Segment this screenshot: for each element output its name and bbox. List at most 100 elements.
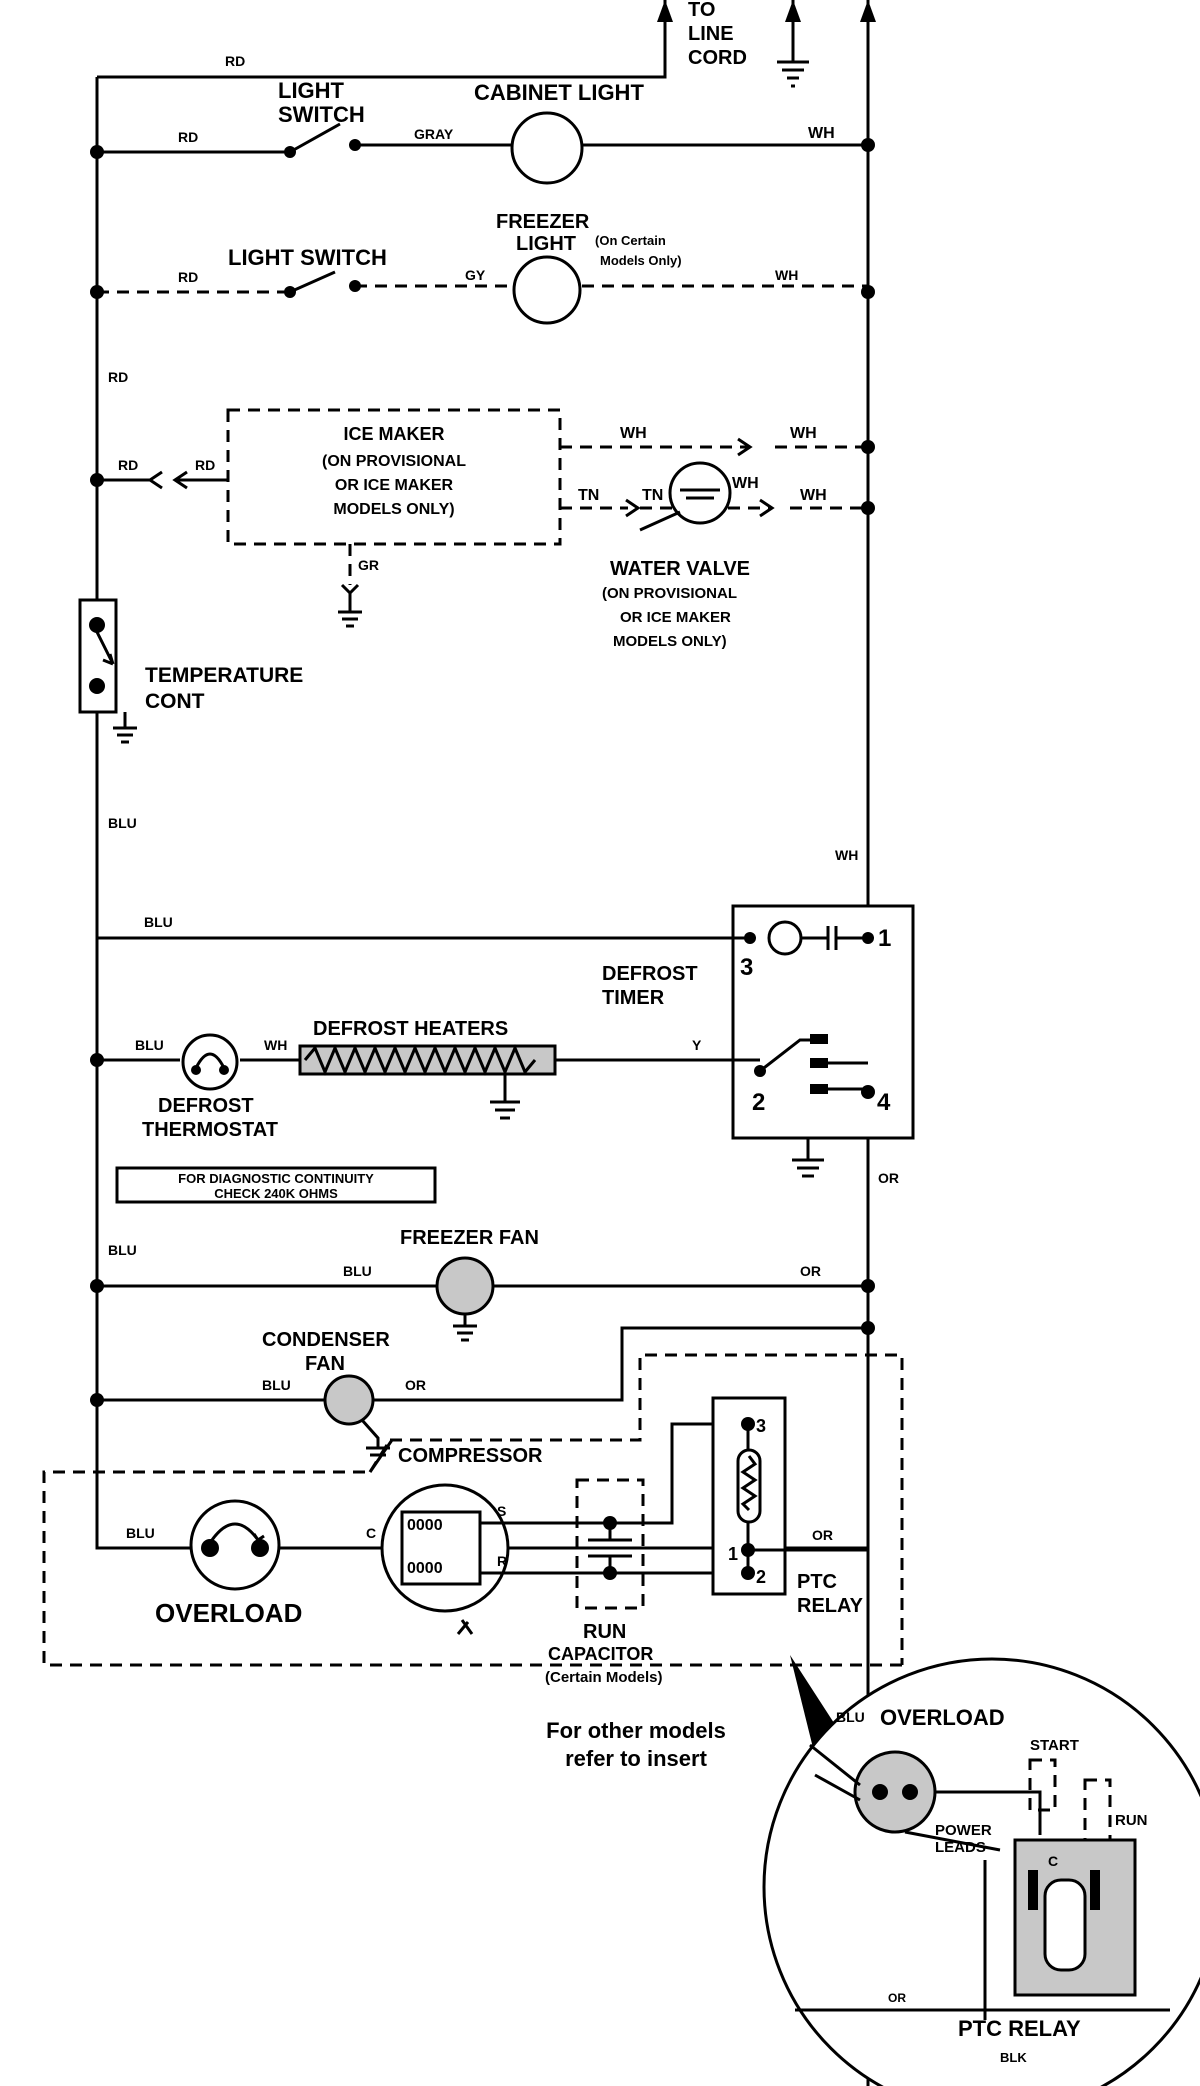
insert-blk-label: BLK: [1000, 2050, 1027, 2065]
ptc-thermistor: [736, 1448, 762, 1524]
winding-coil: 0000: [407, 1560, 443, 1577]
wire-label-y: Y: [692, 1037, 702, 1053]
timer-pin-label: 1: [878, 925, 891, 952]
ptc-relay-label: PTC: [797, 1571, 837, 1593]
wire-label-gr: GR: [358, 557, 379, 573]
insert-note: For other models: [546, 1718, 726, 1743]
timer-motor: [767, 920, 803, 956]
wire-label-wh: WH: [732, 475, 759, 492]
insert-power-leads-label: LEADS: [935, 1839, 986, 1856]
cabinet-light-circuit: [97, 143, 868, 154]
insert-ptc-relay-label: PTC RELAY: [958, 2016, 1081, 2041]
insert-or-label: OR: [888, 1991, 906, 2005]
ice-maker-label: (ON PROVISIONAL: [322, 453, 466, 470]
water-valve-label: OR ICE MAKER: [620, 609, 731, 626]
wire-label-blu: BLU: [108, 1242, 137, 1258]
water-valve-label: MODELS ONLY): [613, 633, 727, 650]
left-bus-wire: [95, 712, 868, 1550]
freezer-fan-motor: [435, 1256, 495, 1316]
wire-label-or: OR: [800, 1263, 821, 1279]
water-valve-label: (ON PROVISIONAL: [602, 585, 737, 602]
relay-pin-label: 1: [728, 1544, 738, 1564]
to-line-cord-label: CORD: [688, 47, 747, 69]
timer-pin-label: 3: [740, 954, 753, 981]
ptc-relay-label: RELAY: [797, 1595, 864, 1617]
wire-label-blu: BLU: [262, 1377, 291, 1393]
diagnostic-note: FOR DIAGNOSTIC CONTINUITY: [178, 1171, 374, 1186]
defrost-thermostat-label: DEFROST: [158, 1095, 254, 1117]
timer-pin-label: 4: [877, 1089, 891, 1116]
insert-c-label: C: [1048, 1853, 1058, 1869]
wire-label-blu: BLU: [135, 1037, 164, 1053]
freezer-light-circuit: [97, 284, 868, 294]
water-valve-label: WATER VALVE: [610, 558, 750, 580]
light-switch-blade: [289, 122, 341, 154]
ice-maker-box: [226, 408, 562, 546]
light-switch-label: LIGHT SWITCH: [228, 245, 387, 270]
wire-label-blu: BLU: [108, 815, 137, 831]
diagnostic-note-box: [115, 1166, 437, 1204]
overload-label: OVERLOAD: [155, 1598, 302, 1628]
freezer-light-note: (On Certain: [595, 233, 666, 248]
defrost-heaters-label: DEFROST HEATERS: [313, 1018, 508, 1040]
temperature-control-label: TEMPERATURE: [145, 664, 303, 687]
ice-maker-label: MODELS ONLY): [333, 501, 454, 518]
terminal-c-label: C: [366, 1525, 376, 1541]
defrost-timer-label: DEFROST: [602, 963, 698, 985]
diagnostic-note: CHECK 240K OHMS: [214, 1186, 338, 1201]
compressor-label: COMPRESSOR: [398, 1445, 543, 1467]
wire-label-wh: WH: [808, 125, 835, 142]
wire-label-blu: BLU: [144, 914, 173, 930]
freezer-fan-label: FREEZER FAN: [400, 1227, 539, 1249]
temperature-control-label: CONT: [145, 690, 205, 713]
condenser-fan-wire: [97, 1326, 868, 1402]
terminal-s-label: S: [497, 1503, 506, 1519]
insert-note: refer to insert: [565, 1746, 707, 1771]
defrost-thermostat-label: THERMOSTAT: [142, 1119, 278, 1141]
light-switch-blade: [289, 270, 336, 294]
wire-label-rd: RD: [108, 369, 128, 385]
condenser-fan-motor: [323, 1374, 375, 1426]
terminal-r-label: R: [497, 1553, 507, 1569]
wire-label-rd: RD: [178, 129, 198, 145]
insert-blu-label: BLU: [836, 1709, 865, 1725]
insert-start-cap: [1028, 1758, 1057, 1812]
condenser-fan-label: FAN: [305, 1353, 345, 1375]
run-capacitor-label: CAPACITOR: [548, 1644, 653, 1664]
wire-label-tn: TN: [578, 487, 599, 504]
insert-overload-label: OVERLOAD: [880, 1705, 1005, 1730]
wire-label-blu: BLU: [343, 1263, 372, 1279]
ice-maker-label: ICE MAKER: [343, 424, 444, 444]
overload-symbol: [189, 1499, 281, 1591]
wire-label-blu: BLU: [126, 1525, 155, 1541]
wire-label-or: OR: [812, 1527, 833, 1543]
to-line-cord-label: TO: [688, 0, 715, 21]
water-valve-solenoid: [668, 461, 732, 525]
run-capacitor-box: [575, 1478, 645, 1610]
defrost-thermostat-symbol: [181, 1033, 239, 1091]
freezer-light-note: Models Only): [600, 253, 682, 268]
wire-label-rd: RD: [195, 457, 215, 473]
wire-label-rd: RD: [225, 53, 245, 69]
freezer-light-bulb: [512, 255, 582, 325]
winding-coil: 0000: [407, 1517, 443, 1534]
freezer-light-label: FREEZER: [496, 211, 590, 233]
wire-label-wh: WH: [775, 267, 798, 283]
compressor-windings: [400, 1510, 482, 1586]
wire-label-wh: WH: [264, 1037, 287, 1053]
defrost-timer-label: TIMER: [602, 987, 665, 1009]
insert-run-label: RUN: [1115, 1812, 1148, 1829]
to-line-cord-label: LINE: [688, 23, 734, 45]
insert-power-leads-label: POWER: [935, 1822, 992, 1839]
cabinet-light-label: CABINET LIGHT: [474, 80, 644, 105]
defrost-timer-box: [731, 904, 915, 1140]
freezer-light-label: LIGHT: [516, 233, 576, 255]
wire-label-gy: GY: [465, 267, 486, 283]
run-capacitor-label: RUN: [583, 1621, 626, 1643]
run-capacitor-label: (Certain Models): [545, 1669, 663, 1686]
light-switch-label: SWITCH: [278, 102, 365, 127]
wire-label-wh: WH: [835, 847, 858, 863]
relay-pin-label: 3: [756, 1416, 766, 1436]
insert-overload: [853, 1750, 937, 1834]
wire-label-wh: WH: [790, 425, 817, 442]
